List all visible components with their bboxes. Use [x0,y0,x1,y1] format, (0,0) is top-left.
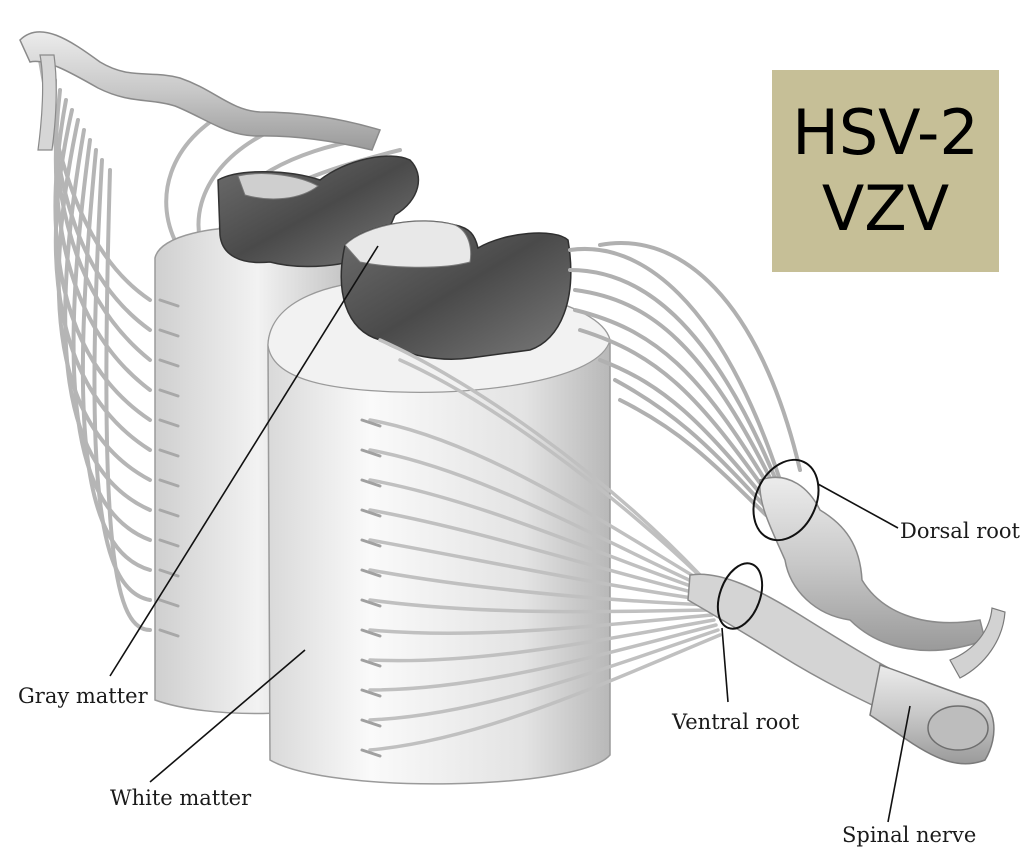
virus-callout-box: HSV-2 VZV [772,70,999,272]
label-dorsal-root: Dorsal root [900,519,1020,543]
label-white-matter: White matter [110,786,251,810]
leader-ventral-root [722,628,728,702]
label-spinal-nerve: Spinal nerve [842,823,976,847]
label-ventral-root: Ventral root [672,710,799,734]
virus-callout-line-2: VZV [822,171,949,247]
virus-callout-line-1: HSV-2 [792,95,979,171]
label-gray-matter: Gray matter [18,684,148,708]
spinal-nerve-cut-end [928,706,988,750]
